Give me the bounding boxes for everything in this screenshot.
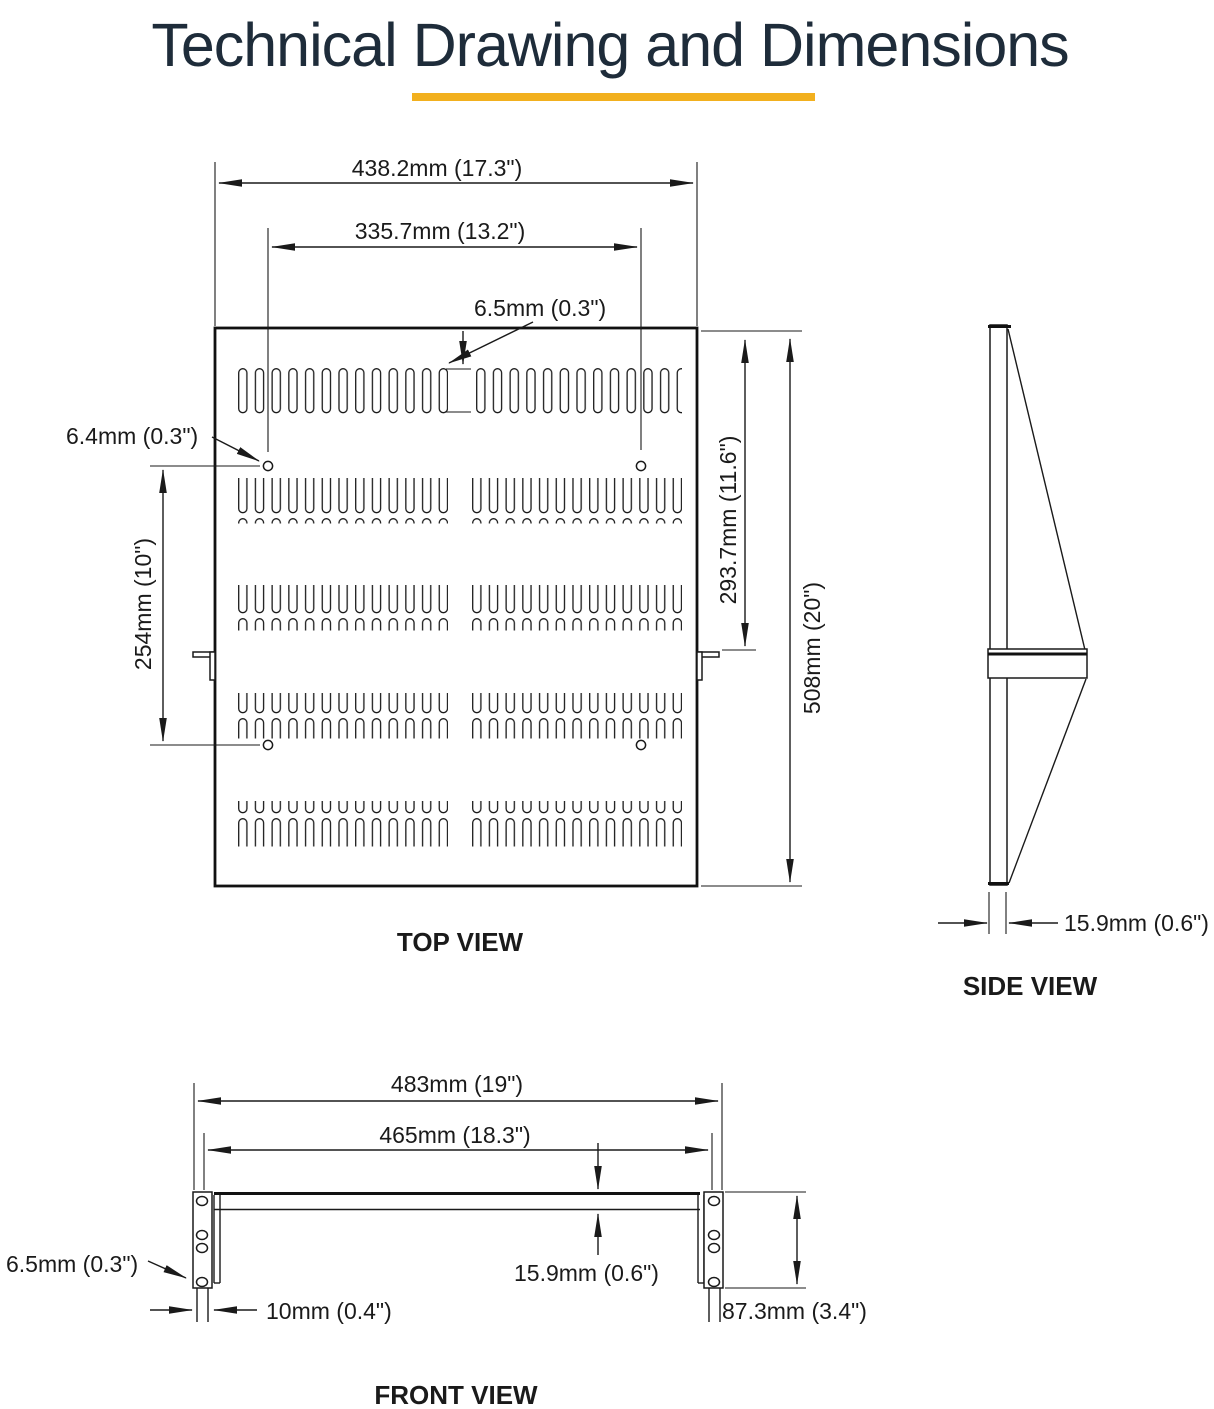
title-accent-rule xyxy=(412,93,815,101)
mounting-holes xyxy=(262,460,647,751)
page-title: Technical Drawing and Dimensions xyxy=(151,11,1068,79)
dim-label-254: 254mm (10") xyxy=(130,538,156,670)
side-view-drawing: 15.9mm (0.6") SIDE VIEW xyxy=(938,324,1209,1001)
dim-bracket-height: 87.3mm (3.4") xyxy=(722,1191,867,1324)
dim-label-10: 10mm (0.4") xyxy=(266,1298,392,1324)
vent-slots xyxy=(238,368,682,847)
dim-label-slot: 6.5mm (0.3") xyxy=(474,295,606,321)
dim-top-width-holes: 335.7mm (13.2") xyxy=(267,218,642,452)
dim-flange-width: 10mm (0.4") xyxy=(150,1298,392,1324)
front-view-right-bracket xyxy=(703,1191,724,1322)
dim-label-front-159: 15.9mm (0.6") xyxy=(514,1260,659,1286)
front-view-left-bracket xyxy=(192,1191,213,1322)
top-view-brackets xyxy=(192,651,720,681)
dim-top-width-outer: 438.2mm (17.3") xyxy=(214,155,698,326)
side-view-wall-plate xyxy=(989,324,1008,886)
front-view-drawing: 483mm (19") 465mm (18.3") xyxy=(6,1071,867,1409)
dim-depth-overall: 508mm (20") xyxy=(701,338,825,887)
side-view-lower-gusset xyxy=(1008,678,1087,884)
front-view-label: FRONT VIEW xyxy=(374,1380,538,1409)
dim-label-438: 438.2mm (17.3") xyxy=(352,155,523,181)
dim-label-508: 508mm (20") xyxy=(799,582,825,714)
dim-hole-spacing: 254mm (10") xyxy=(130,465,260,746)
dim-front-width-overall: 483mm (19") xyxy=(193,1071,723,1190)
dim-side-thickness: 15.9mm (0.6") xyxy=(938,892,1209,936)
dim-depth-bracket: 293.7mm (11.6") xyxy=(701,330,802,651)
dim-label-335: 335.7mm (13.2") xyxy=(355,218,526,244)
dim-label-front-65: 6.5mm (0.3") xyxy=(6,1251,138,1277)
front-view-shelf-bar xyxy=(213,1192,705,1284)
dim-label-hole: 6.4mm (0.3") xyxy=(66,423,198,449)
callout-hole-diameter: 6.4mm (0.3") xyxy=(66,423,260,462)
side-view-label: SIDE VIEW xyxy=(963,971,1098,1001)
dim-label-873: 87.3mm (3.4") xyxy=(722,1298,867,1324)
dim-label-483: 483mm (19") xyxy=(391,1071,523,1097)
dim-label-465: 465mm (18.3") xyxy=(379,1122,530,1148)
top-view-drawing: 438.2mm (17.3") 335.7mm (13.2") 6.5mm (0… xyxy=(66,155,825,957)
side-view-upper-gusset xyxy=(1007,328,1086,651)
top-view-label: TOP VIEW xyxy=(397,927,524,957)
callout-slot-width: 6.5mm (0.3") xyxy=(446,295,606,413)
dim-label-293: 293.7mm (11.6") xyxy=(715,436,741,605)
callout-front-hole: 6.5mm (0.3") xyxy=(6,1251,187,1279)
dim-front-width-inner: 465mm (18.3") xyxy=(203,1122,713,1190)
dim-label-side-159: 15.9mm (0.6") xyxy=(1064,910,1209,936)
dim-front-thickness: 15.9mm (0.6") xyxy=(514,1143,659,1286)
